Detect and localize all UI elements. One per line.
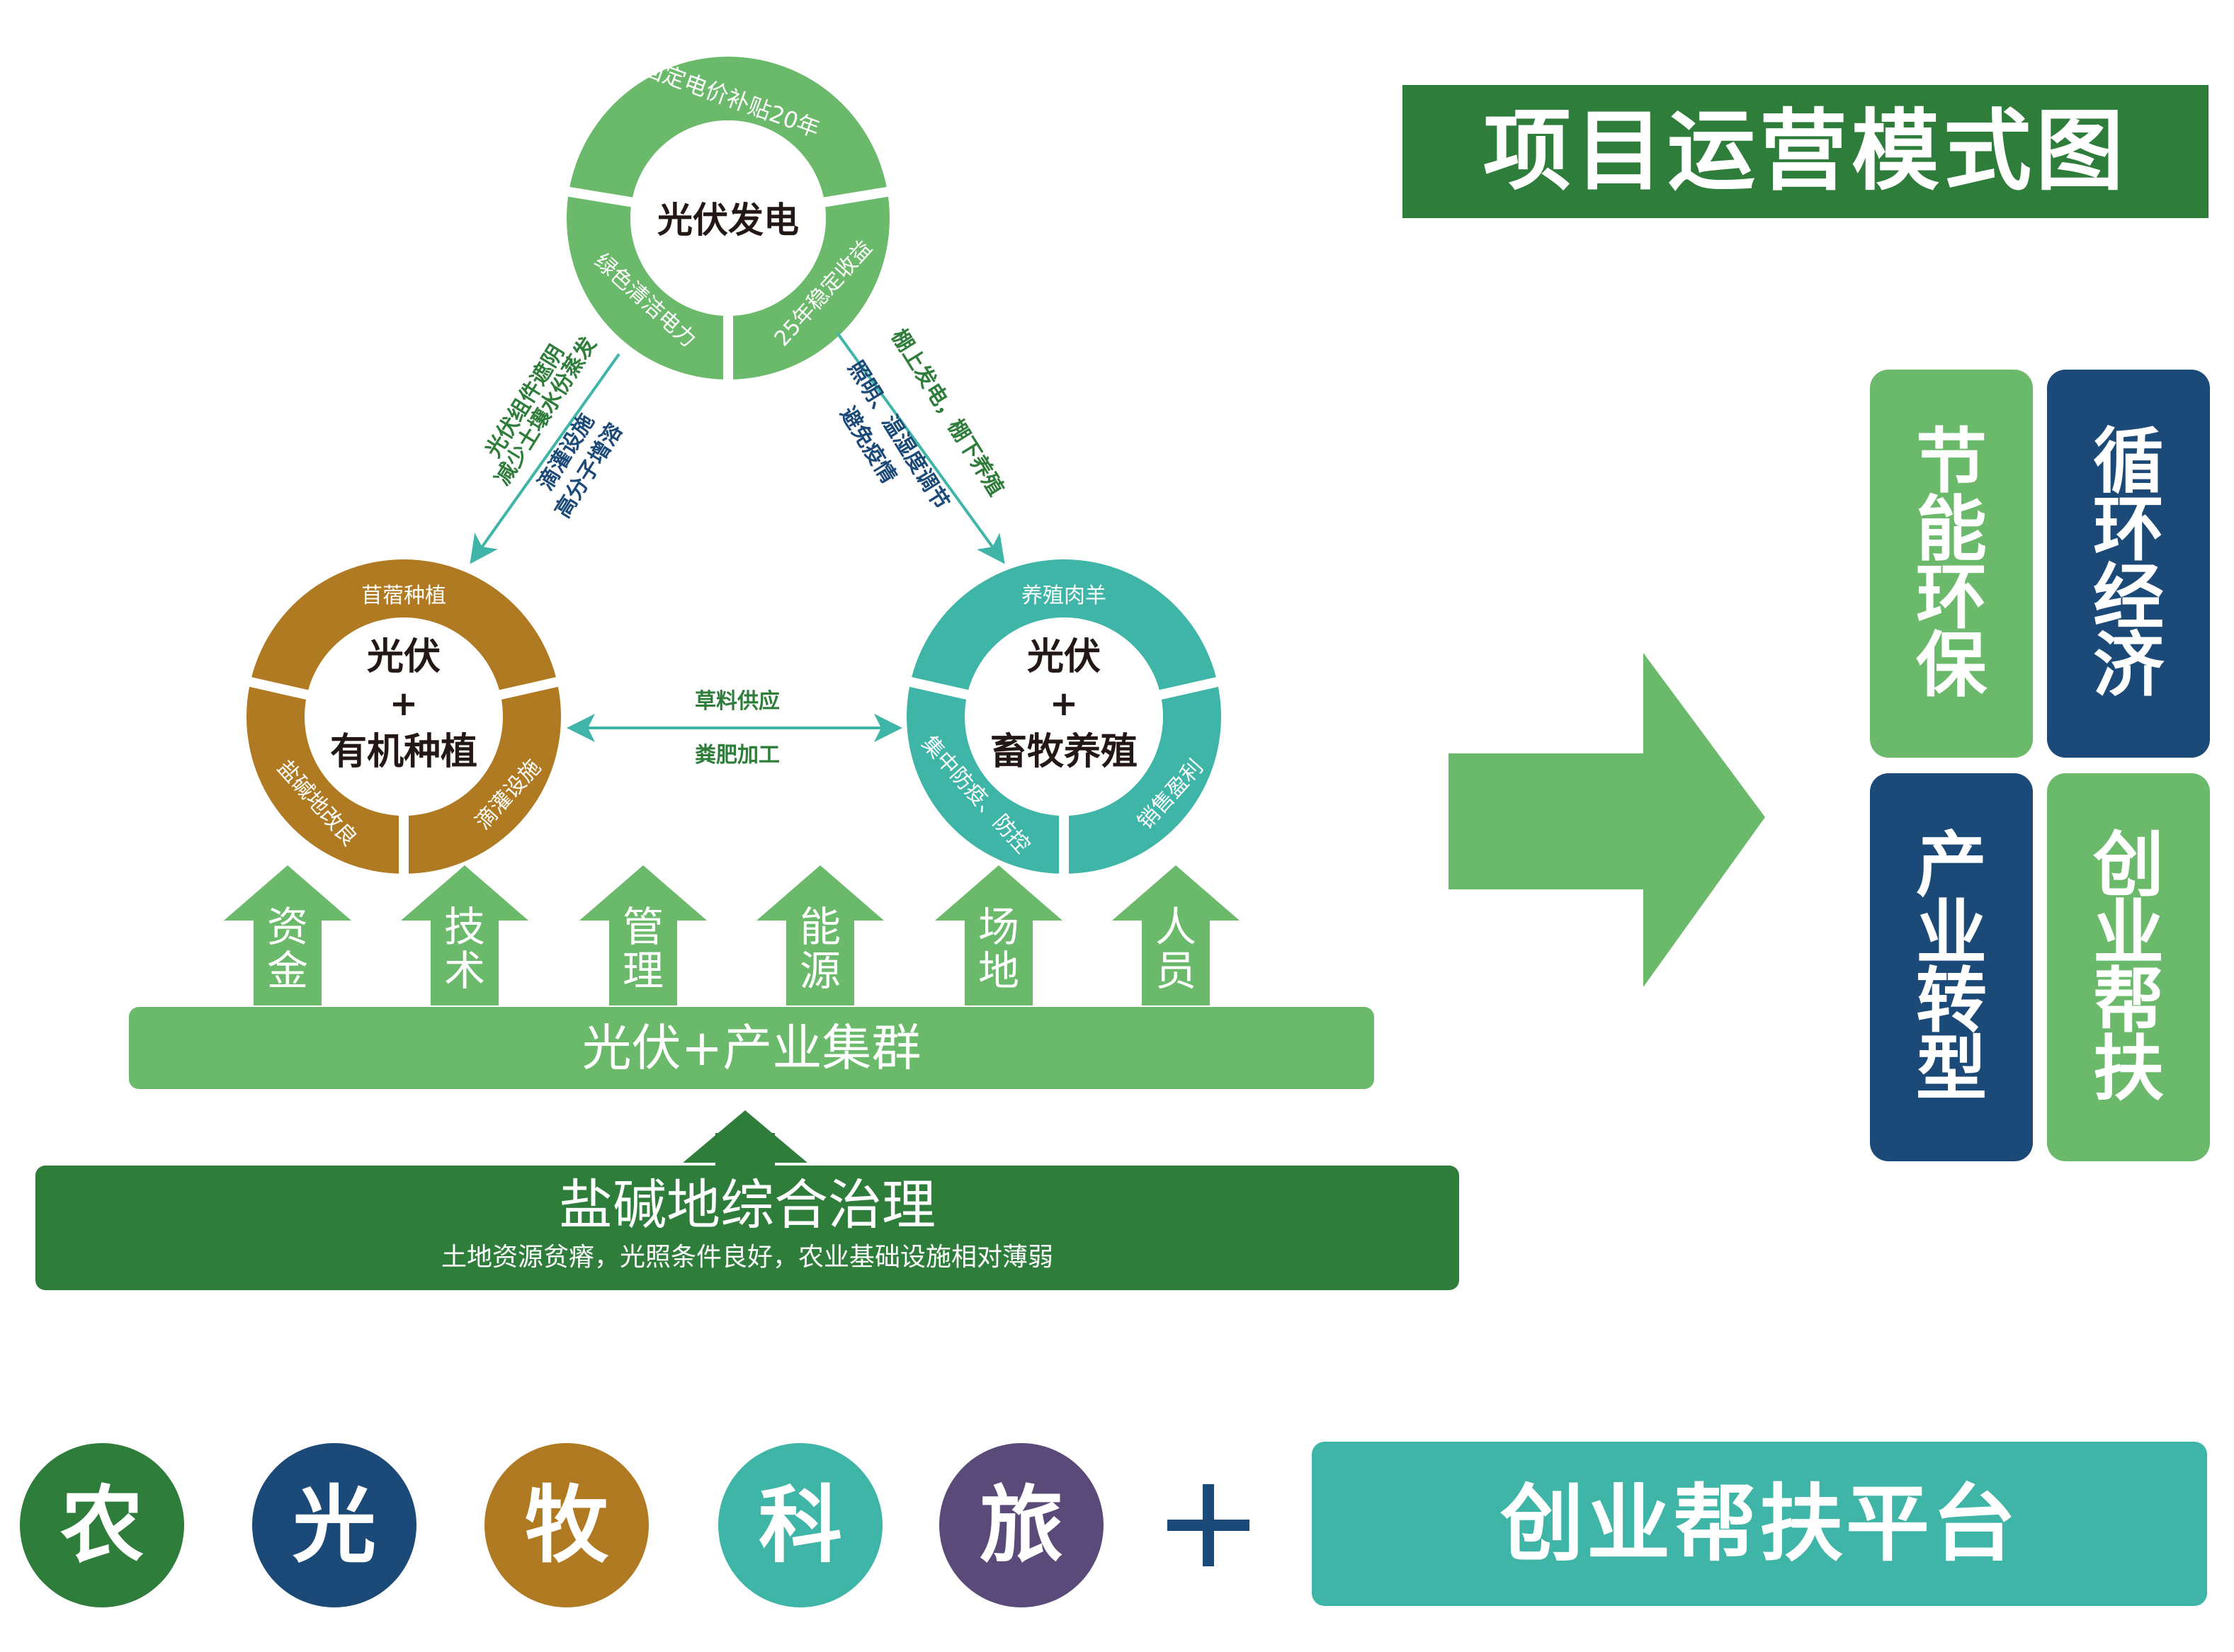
outcome-label: 产业转型 — [1916, 824, 1987, 1110]
livestock-title-line2: + — [1049, 684, 1079, 724]
edge-pv-livestock — [836, 331, 1005, 564]
sector-tourism: 旅 — [939, 1443, 1104, 1607]
input-label-funds: 资金 — [266, 903, 308, 995]
input-label-people: 人员 — [1155, 903, 1196, 995]
edge-pv-planting — [470, 353, 620, 564]
edge-label-supply: 草料供应 — [695, 689, 780, 714]
outcome-energy-saving: 节能环保 — [1870, 370, 2033, 758]
livestock-segment-top: 养殖肉羊 — [1021, 583, 1106, 608]
planting-title-line2: + — [389, 684, 419, 724]
arrow-right-icon — [1448, 653, 1765, 987]
sector-livestock: 牧 — [484, 1443, 649, 1607]
cluster-label: 光伏+产业集群 — [582, 1019, 922, 1077]
outcome-label: 创业帮扶 — [2093, 824, 2164, 1110]
outcome-label: 循环经济 — [2093, 420, 2164, 707]
pv-title: 光伏发电 — [657, 200, 799, 241]
outcome-startup-support: 创业帮扶 — [2047, 773, 2210, 1161]
planting-title-line3: 有机种植 — [329, 731, 477, 773]
input-arrows — [224, 865, 1240, 1006]
foundation-sublabel: 土地资源贫瘠，光照条件良好，农业基础设施相对薄弱 — [441, 1243, 1053, 1272]
page-title: 项目运营模式图 — [1482, 101, 2128, 203]
pv-ring — [564, 57, 892, 397]
arrow-up-stem — [715, 1133, 775, 1168]
input-label-management: 管理 — [622, 903, 664, 995]
livestock-title-line1: 光伏 — [1026, 636, 1101, 678]
input-label-site: 场地 — [977, 903, 1019, 995]
livestock-title-line3: 畜牧养殖 — [990, 731, 1138, 773]
platform-banner — [1312, 1442, 2207, 1606]
edge-label-manure: 粪肥加工 — [695, 743, 780, 768]
planting-segment-top: 苜蓿种植 — [361, 583, 446, 608]
platform-label: 创业帮扶平台 — [1499, 1475, 2019, 1573]
cluster-bar — [129, 1007, 1374, 1089]
planting-title-line1: 光伏 — [366, 636, 441, 678]
foundation-label: 盐碱地综合治理 — [559, 1173, 936, 1236]
plus-icon — [1167, 1484, 1249, 1566]
outcome-industry-transform: 产业转型 — [1870, 773, 2033, 1161]
input-label-energy: 能源 — [799, 903, 841, 995]
outcome-circular-economy: 循环经济 — [2047, 370, 2210, 758]
outcome-label: 节能环保 — [1916, 420, 1987, 707]
sector-solar: 光 — [252, 1443, 416, 1607]
sector-science: 科 — [718, 1443, 883, 1607]
input-label-tech: 技术 — [443, 903, 485, 995]
sector-agriculture: 农 — [20, 1443, 184, 1607]
livestock-ring — [900, 559, 1228, 885]
title-banner — [1402, 85, 2209, 218]
foundation-bar — [35, 1166, 1459, 1290]
planting-ring — [239, 559, 568, 885]
